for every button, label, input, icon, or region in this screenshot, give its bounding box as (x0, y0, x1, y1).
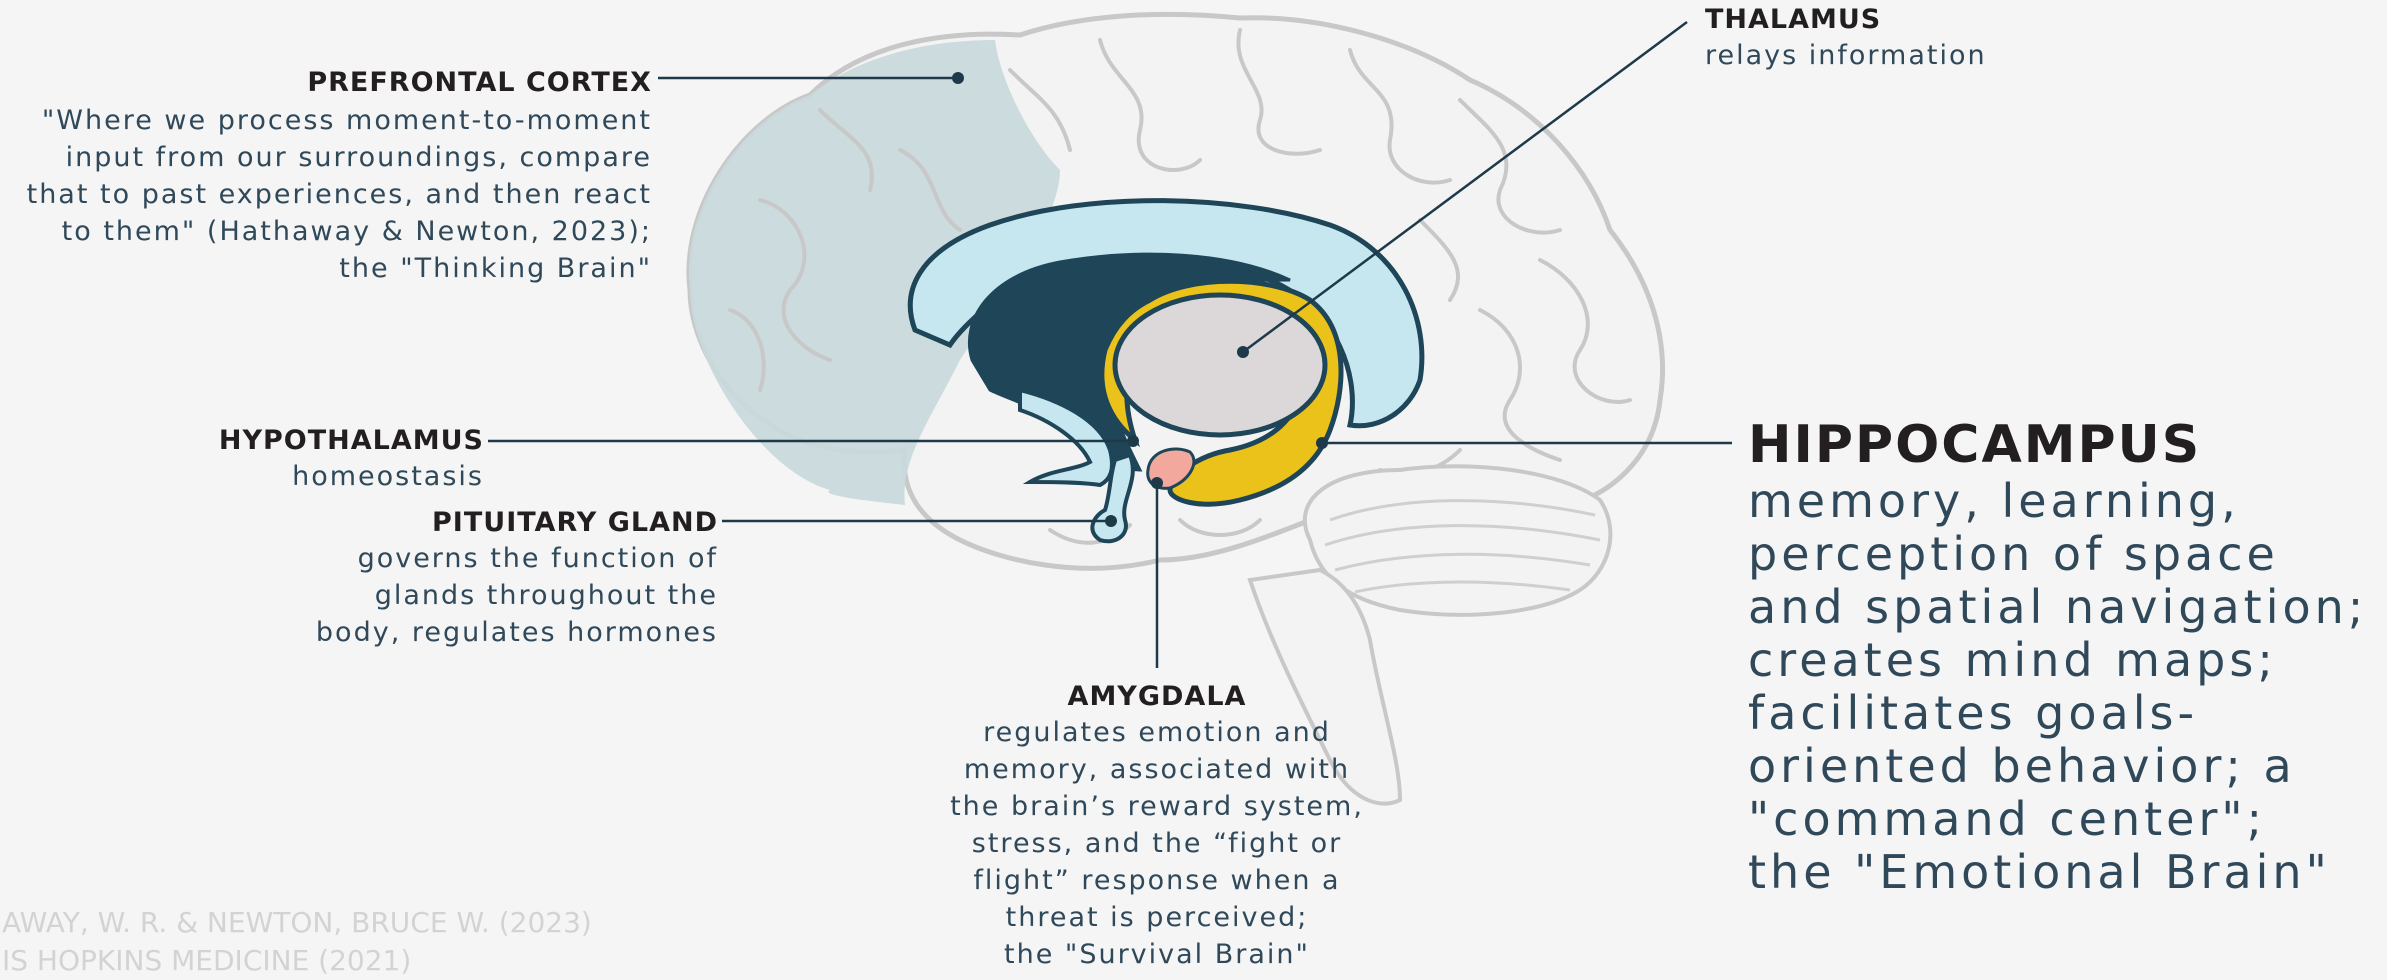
prefrontal-label: PREFRONTAL CORTEX "Where we process mome… (27, 67, 652, 287)
references: AWAY, W. R. & NEWTON, BRUCE W. (2023) IS… (2, 904, 592, 980)
hypothalamus-label: HYPOTHALAMUS homeostasis (219, 425, 484, 495)
prefrontal-desc-line: input from our surroundings, compare (27, 139, 652, 176)
prefrontal-desc-line: the "Thinking Brain" (27, 250, 652, 287)
prefrontal-title: PREFRONTAL CORTEX (27, 67, 652, 98)
amygdala-desc-line: the "Survival Brain" (887, 936, 1427, 973)
hippocampus-desc-line: facilitates goals- (1748, 687, 2367, 740)
pituitary-desc-line: body, regulates hormones (316, 614, 718, 651)
hippocampus-desc-line: perception of space (1748, 528, 2367, 581)
hippocampus-title: HIPPOCAMPUS (1748, 415, 2367, 475)
amygdala-desc-line: regulates emotion and (887, 714, 1427, 751)
prefrontal-desc-line: "Where we process moment-to-moment (27, 102, 652, 139)
hippocampus-label: HIPPOCAMPUS memory, learning, perception… (1748, 415, 2367, 899)
amygdala-desc-line: flight” response when a (887, 862, 1427, 899)
hypothalamus-desc-line: homeostasis (219, 458, 484, 495)
thalamus-desc-line: relays information (1705, 37, 1987, 74)
hippocampus-desc-line: "command center"; (1748, 793, 2367, 846)
pituitary-desc-line: glands throughout the (316, 577, 718, 614)
hippocampus-desc-line: memory, learning, (1748, 475, 2367, 528)
amygdala-desc-line: memory, associated with (887, 751, 1427, 788)
prefrontal-desc-line: that to past experiences, and then react (27, 176, 652, 213)
hippocampus-desc-line: creates mind maps; (1748, 634, 2367, 687)
pituitary-label: PITUITARY GLAND governs the function of … (316, 507, 718, 651)
amygdala-desc-line: stress, and the “fight or (887, 825, 1427, 862)
amygdala-desc-line: the brain’s reward system, (887, 788, 1427, 825)
thalamus-label: THALAMUS relays information (1705, 4, 1987, 74)
reference-line: AWAY, W. R. & NEWTON, BRUCE W. (2023) (2, 904, 592, 942)
pituitary-title: PITUITARY GLAND (316, 507, 718, 538)
amygdala-label: AMYGDALA regulates emotion and memory, a… (887, 681, 1427, 973)
prefrontal-desc-line: to them" (Hathaway & Newton, 2023); (27, 213, 652, 250)
hypothalamus-title: HYPOTHALAMUS (219, 425, 484, 456)
hippocampus-desc-line: the "Emotional Brain" (1748, 846, 2367, 899)
thalamus-title: THALAMUS (1705, 4, 1987, 35)
hippocampus-desc-line: and spatial navigation; (1748, 581, 2367, 634)
amygdala-title: AMYGDALA (887, 681, 1427, 712)
reference-line: IS HOPKINS MEDICINE (2021) (2, 942, 592, 980)
pituitary-desc-line: governs the function of (316, 540, 718, 577)
hippocampus-desc-line: oriented behavior; a (1748, 740, 2367, 793)
cerebellum (1305, 466, 1611, 615)
amygdala-desc-line: threat is perceived; (887, 899, 1427, 936)
